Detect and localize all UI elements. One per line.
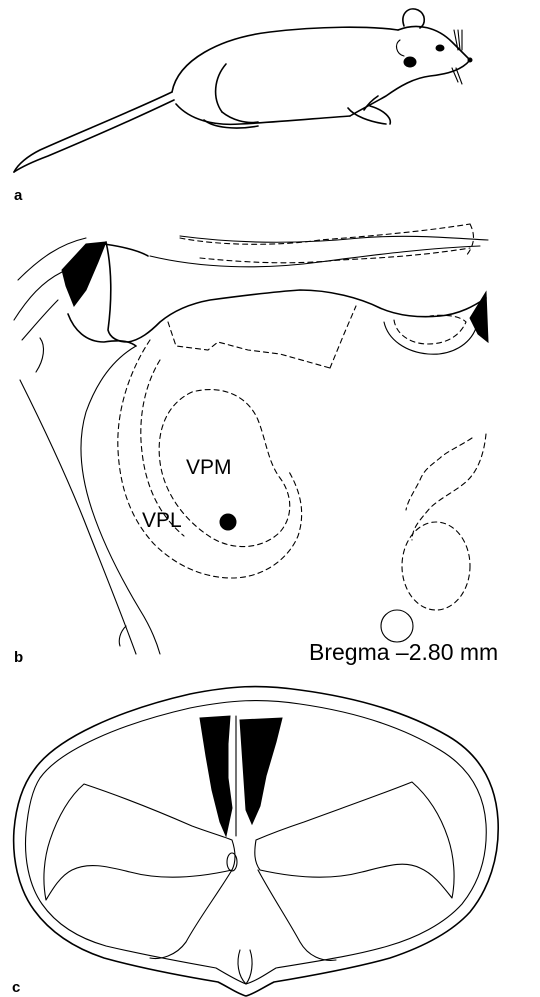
dorsal-column-left	[200, 716, 232, 836]
bregma-coordinate: Bregma –2.80 mm	[309, 639, 498, 665]
panel-b-label: b	[14, 649, 23, 666]
panel-a: a	[14, 9, 472, 204]
panel-c: c	[12, 687, 498, 996]
dorsal-column-right	[240, 718, 282, 824]
panel-a-label: a	[14, 187, 23, 204]
small-circle	[381, 610, 413, 642]
panel-b: VPM VPL b Bregma –2.80 mm	[14, 224, 498, 666]
dark-region-left	[62, 242, 106, 306]
central-canal	[227, 853, 237, 871]
brain-section-drawing	[14, 224, 488, 654]
vpl-label: VPL	[142, 509, 182, 532]
eye-icon	[436, 45, 444, 51]
vpm-label: VPM	[186, 456, 232, 479]
panel-c-label: c	[12, 979, 20, 996]
recording-site-dot	[220, 514, 236, 530]
spinal-cord-drawing	[14, 687, 499, 996]
rat-drawing	[14, 9, 472, 172]
